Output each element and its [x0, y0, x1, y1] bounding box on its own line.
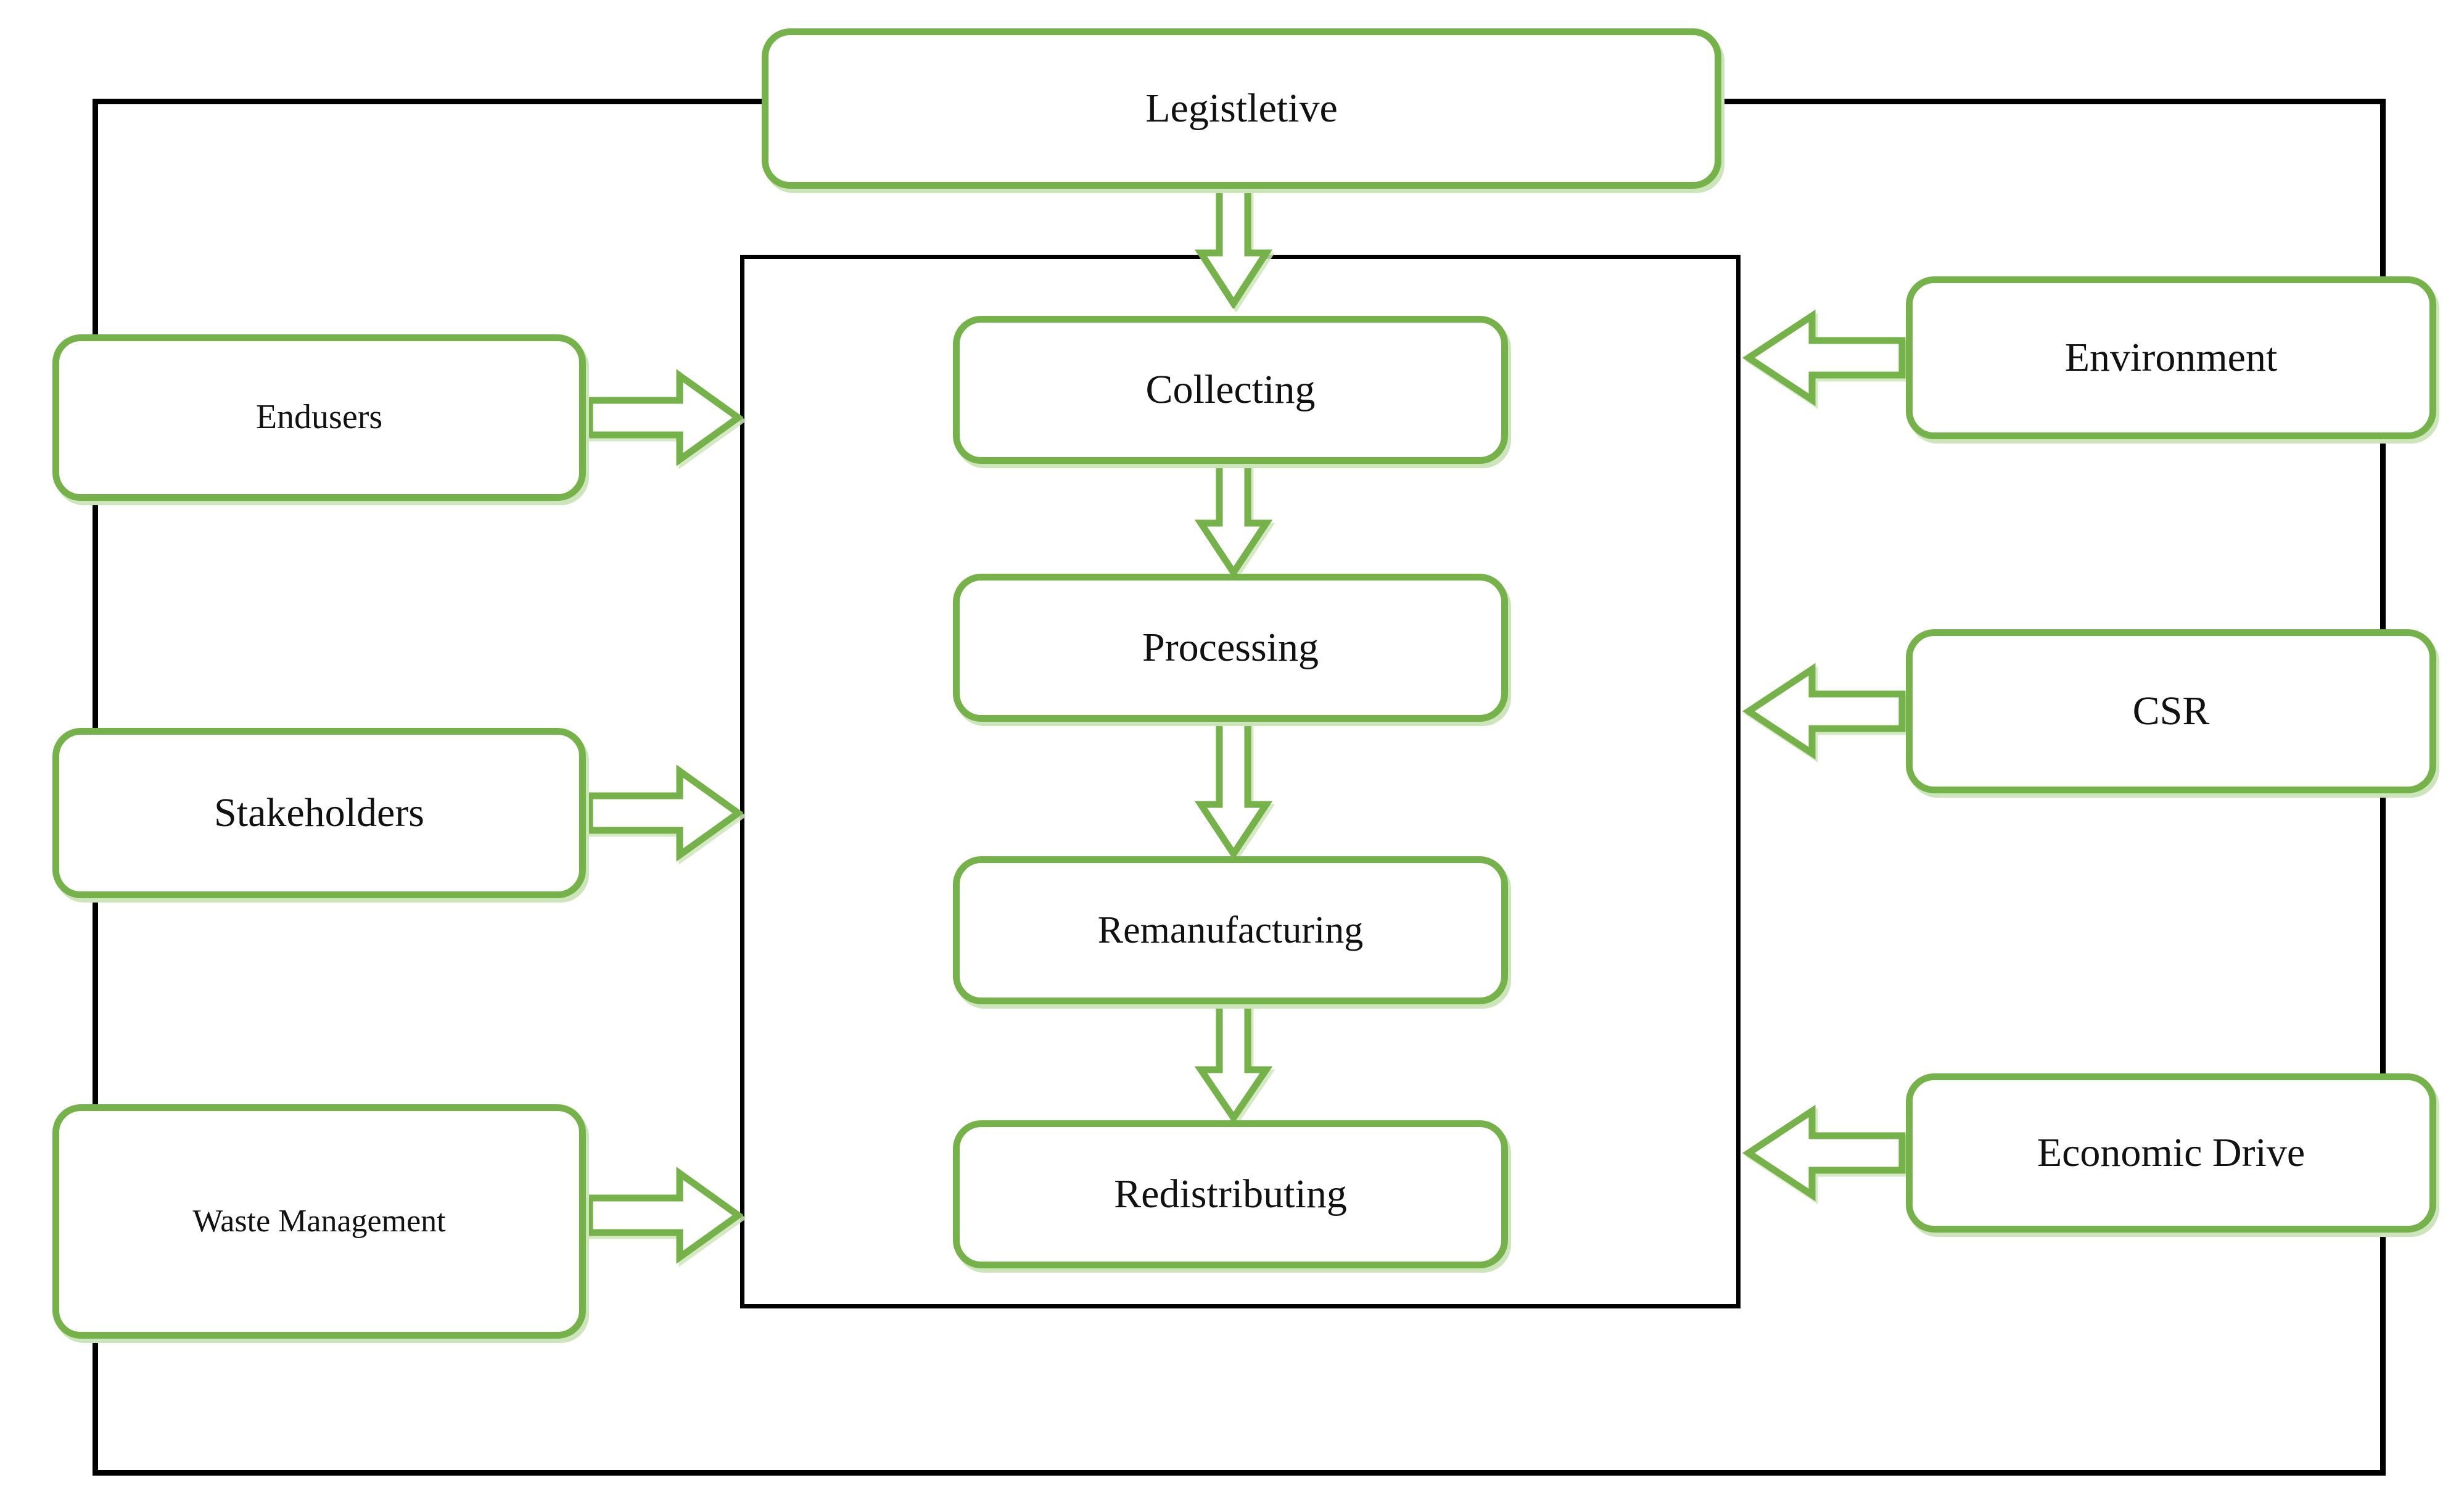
- node-legistletive: Legistletive: [762, 28, 1721, 189]
- node-redistributing: Redistributing: [953, 1120, 1508, 1268]
- node-economic-drive-label: Economic Drive: [2037, 1130, 2305, 1175]
- node-endusers: Endusers: [52, 334, 586, 501]
- node-redistributing-label: Redistributing: [1114, 1171, 1347, 1217]
- node-environment: Environment: [1906, 276, 2436, 439]
- node-waste-management: Waste Management: [52, 1104, 586, 1339]
- node-endusers-label: Endusers: [255, 398, 383, 437]
- node-economic-drive: Economic Drive: [1906, 1073, 2436, 1233]
- right-arrow-icon: [586, 764, 744, 866]
- down-arrow-icon: [1193, 718, 1274, 862]
- node-csr: CSR: [1906, 629, 2436, 793]
- down-arrow-icon: [1193, 460, 1274, 581]
- left-arrow-icon: [1742, 1104, 1906, 1205]
- node-remanufacturing-label: Remanufacturing: [1097, 909, 1364, 951]
- left-arrow-icon: [1742, 308, 1906, 410]
- node-remanufacturing: Remanufacturing: [953, 856, 1508, 1004]
- down-arrow-icon: [1193, 1001, 1274, 1126]
- node-stakeholders: Stakeholders: [52, 728, 586, 898]
- node-processing: Processing: [953, 574, 1508, 722]
- node-waste-management-label: Waste Management: [192, 1204, 446, 1239]
- right-arrow-icon: [586, 368, 744, 470]
- node-processing-label: Processing: [1142, 624, 1319, 670]
- node-legistletive-label: Legistletive: [1145, 85, 1338, 131]
- node-collecting-label: Collecting: [1145, 366, 1316, 412]
- node-stakeholders-label: Stakeholders: [214, 790, 424, 835]
- right-arrow-icon: [586, 1166, 744, 1268]
- node-csr-label: CSR: [2132, 688, 2210, 733]
- node-collecting: Collecting: [953, 316, 1508, 464]
- down-arrow-icon: [1193, 185, 1274, 312]
- left-arrow-icon: [1742, 662, 1906, 764]
- node-environment-label: Environment: [2064, 334, 2278, 380]
